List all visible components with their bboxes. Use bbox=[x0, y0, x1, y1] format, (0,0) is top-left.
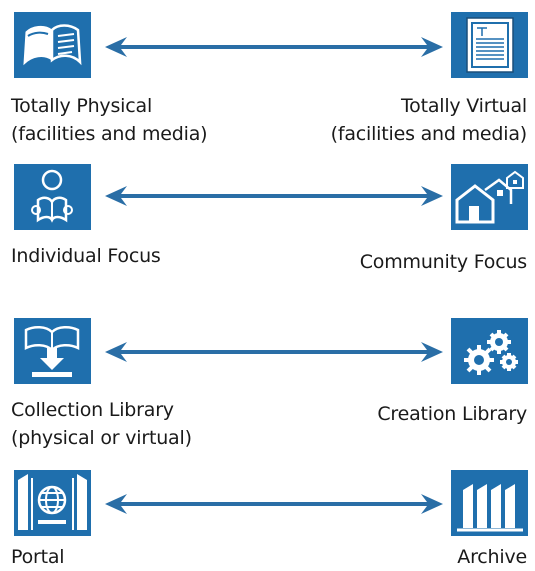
label-line: (facilities and media) bbox=[330, 123, 528, 145]
ereader-document-icon bbox=[451, 12, 528, 78]
label-line: Individual Focus bbox=[11, 245, 161, 267]
globe-portal-icon bbox=[14, 470, 91, 536]
label-line: Creation Library bbox=[377, 403, 527, 425]
label-individual-focus: Individual Focus bbox=[11, 242, 161, 270]
book-download-icon bbox=[14, 318, 91, 384]
label-creation-library: Creation Library bbox=[377, 400, 527, 428]
connector-arrow bbox=[105, 494, 443, 514]
label-line: Totally Virtual bbox=[400, 95, 527, 117]
label-totally-virtual: Totally Virtual (facilities and media) bbox=[330, 92, 528, 148]
label-collection-library: Collection Library (physical or virtual) bbox=[11, 396, 192, 452]
label-line: Community Focus bbox=[359, 251, 527, 273]
label-totally-physical: Totally Physical (facilities and media) bbox=[11, 92, 208, 148]
label-archive: Archive bbox=[457, 543, 527, 571]
connector-arrow bbox=[105, 37, 443, 57]
open-book-icon bbox=[14, 12, 91, 78]
gears-icon bbox=[451, 318, 528, 384]
label-line: Collection Library bbox=[11, 399, 174, 421]
label-line: (facilities and media) bbox=[11, 123, 208, 145]
connector-arrow bbox=[105, 186, 443, 206]
person-reading-icon bbox=[14, 164, 91, 230]
label-line: Totally Physical bbox=[11, 95, 153, 117]
houses-icon bbox=[451, 164, 528, 230]
label-line: Portal bbox=[11, 546, 65, 568]
label-line: (physical or virtual) bbox=[11, 427, 192, 449]
label-line: Archive bbox=[457, 546, 527, 568]
archive-binders-icon bbox=[451, 470, 528, 536]
label-portal: Portal bbox=[11, 543, 65, 571]
connector-arrow bbox=[105, 342, 443, 362]
label-community-focus: Community Focus bbox=[360, 248, 527, 276]
